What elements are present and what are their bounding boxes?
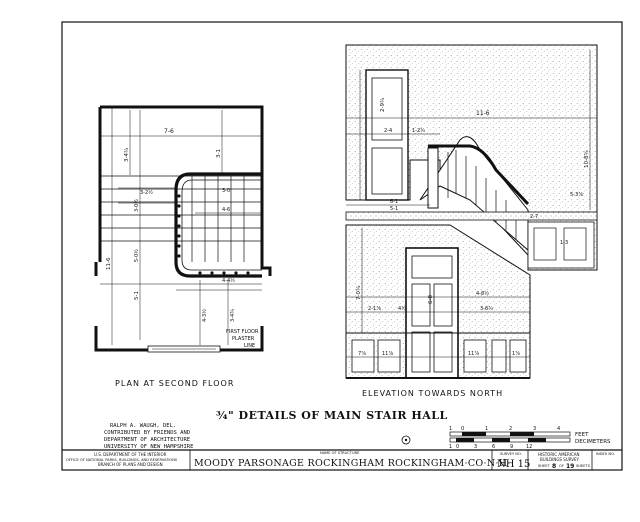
- plan-dim-upper-left: 3-4¾: [124, 147, 130, 162]
- plan-dim-center-v2: 5-0½: [133, 249, 140, 262]
- habs-line: BUILDINGS SURVEY: [540, 457, 580, 462]
- plan-note-line: FIRST FLOOR: [226, 329, 259, 335]
- elev-dim-base4: 3-6¾: [480, 306, 493, 312]
- elev-dim-dado3: 11⅞: [468, 351, 479, 357]
- scale-feet-tick: 0: [461, 426, 464, 432]
- scale-feet-tick: 4: [557, 426, 560, 432]
- plan-dim-run3: 4-6: [222, 207, 230, 213]
- elev-dim-base3: 4-8½: [476, 290, 489, 297]
- plan-dim-left-span: 11-6: [106, 257, 112, 270]
- elev-dim-door-w: 2-4: [384, 128, 392, 134]
- elev-dim-side2: 6-1: [390, 199, 398, 205]
- plan-wall: [100, 105, 272, 276]
- plan-dim-run1: 3-2½: [140, 189, 153, 196]
- elev-dim-lower-left: 7-0¾: [356, 285, 362, 300]
- elevation-floor-band: [345, 211, 598, 221]
- elev-dim-lower-door: 6-8: [428, 295, 434, 304]
- credits-block: RALPH A. WAUGH, DEL. CONTRIBUTED BY FRIE…: [104, 423, 193, 450]
- credit-line: RALPH A. WAUGH, DEL.: [110, 423, 176, 429]
- plan-caption: PLAN AT SECOND FLOOR: [115, 379, 234, 388]
- plan-note-line: LINE: [244, 343, 255, 349]
- sheet-label: SHEET: [538, 464, 551, 468]
- elev-dim-side3: 1-2¾: [412, 128, 425, 134]
- elev-dim-dado4: 1⅞: [512, 351, 520, 357]
- plan-dim-bottom-1: 4-3½: [201, 309, 208, 322]
- elevation-stair-stringer: [419, 136, 529, 252]
- plan-drawing: 7-6 3-4¾ 3-1 3-2½ 3-0 4-6 3-0½ 5-0½ 11-6…: [94, 105, 272, 353]
- sheet-of: OF: [559, 464, 564, 468]
- plan-wall-lower: [94, 326, 264, 352]
- title-block: U.S. DEPARTMENT OF THE INTERIOR OFFICE O…: [62, 449, 622, 470]
- elev-dim-door-h: 2-9¾: [380, 97, 386, 112]
- elevation-upper-door: [365, 69, 409, 201]
- plan-wall: [94, 107, 102, 276]
- elev-dim-small2: 1-3: [560, 240, 568, 246]
- plan-dim-center-v: 3-0½: [133, 199, 140, 212]
- elev-dim-base2: 4½: [398, 305, 406, 312]
- scale-feet-tick: 3: [533, 426, 536, 432]
- scale-deci-tick: 3: [474, 444, 477, 450]
- north-symbol: [401, 435, 411, 445]
- scale-deci-tick: 1: [449, 444, 452, 450]
- scale-feet-tick: 1: [485, 426, 488, 432]
- elev-dim-dado2: 11⅞: [382, 351, 393, 357]
- index-label: INDEX NO.: [596, 452, 615, 456]
- elevation-caption: ELEVATION TOWARDS NORTH: [362, 389, 503, 398]
- elevation-drawing: 11-6 2-9¾ 2-4 1-2¾ 10-8¾ 5-3⅞ 5-1 6-1 2-…: [345, 44, 598, 379]
- scale-deci-tick: 0: [456, 444, 459, 450]
- main-title: ¾" DETAILS OF MAIN STAIR HALL: [216, 409, 448, 422]
- plan-dim-top: 7-6: [164, 128, 174, 135]
- plan-dim-bottom-width: 4-4½: [222, 277, 235, 284]
- sheets-label: SHEETS: [576, 464, 591, 468]
- scale-deci-label: DECIMETERS: [575, 439, 611, 445]
- credit-line: UNIVERSITY OF NEW HAMPSHIRE: [104, 444, 193, 450]
- plan-dim-bottom-left: 5-1: [134, 291, 140, 300]
- habs-line: HISTORIC AMERICAN: [538, 452, 580, 457]
- elev-dim-top-width: 11-6: [476, 110, 490, 117]
- survey-label: SURVEY NO.: [500, 452, 522, 456]
- graphic-scale: 1 0 1 2 3 4 FEET 1 0 3 6 9 12 DECIMETERS: [449, 426, 611, 450]
- scale-feet-tick: 2: [509, 426, 512, 432]
- sheet-number: 8: [552, 463, 556, 470]
- agency-line: U.S. DEPARTMENT OF THE INTERIOR: [94, 452, 167, 457]
- elev-dim-base1: 2-1⅞: [368, 306, 381, 312]
- sheet-border: [61, 21, 623, 471]
- plan-note-line: PLASTER: [232, 336, 255, 342]
- credit-line: CONTRIBUTED BY FRIENDS AND: [104, 430, 190, 436]
- survey-number: NH 15: [497, 459, 530, 470]
- plan-dim-upper-mid: 3-1: [216, 149, 222, 158]
- elev-dim-side1: 5-1: [390, 206, 398, 212]
- scale-feet-tick: 1: [449, 426, 452, 432]
- sheet-total: 19: [566, 463, 574, 470]
- agency-line: BRANCH OF PLANS AND DESIGN: [98, 462, 163, 467]
- elevation-newel: [427, 147, 439, 209]
- plan-dim-run2: 3-0: [222, 188, 230, 194]
- scale-feet-label: FEET: [575, 432, 589, 438]
- credit-line: DEPARTMENT OF ARCHITECTURE: [104, 437, 190, 443]
- plan-handrail: [174, 172, 262, 278]
- structure-name: MOODY PARSONAGE ROCKINGHAM ROCKINGHAM·CO…: [194, 458, 511, 469]
- scale-deci-tick: 12: [526, 444, 532, 450]
- elev-dim-mid-right: 5-3⅞: [570, 192, 583, 198]
- scale-deci-tick: 6: [492, 444, 495, 450]
- elev-dim-dado1: 7⅞: [358, 351, 366, 357]
- elev-dim-small1: 2-7: [530, 214, 538, 220]
- plan-dim-bottom-2: 3-4¾: [230, 309, 236, 322]
- agency-line: OFFICE OF NATIONAL PARKS, BUILDINGS, AND…: [66, 458, 178, 462]
- elev-dim-top-right: 10-8¾: [584, 150, 590, 168]
- structure-label: NAME OF STRUCTURE: [320, 451, 360, 455]
- scale-deci-tick: 9: [510, 444, 513, 450]
- elevation-main-door: [405, 247, 459, 379]
